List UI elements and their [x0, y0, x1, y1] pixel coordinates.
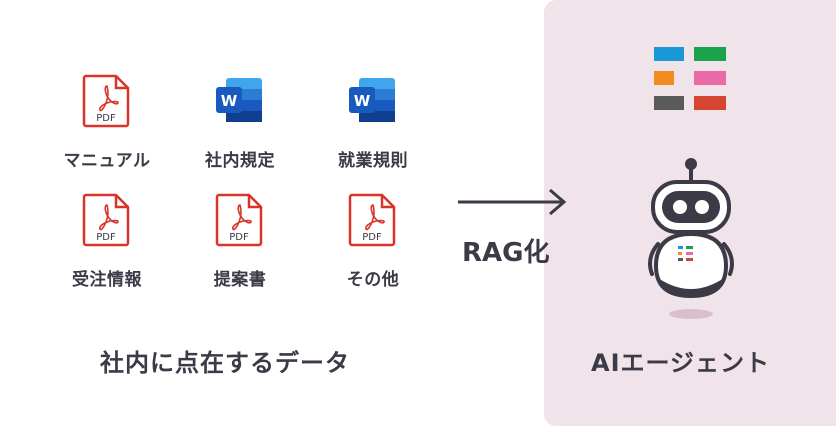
doc-label: 社内規定	[205, 151, 275, 171]
doc-orders: PDF 受注情報	[47, 191, 167, 311]
pdf-file-icon: PDF	[215, 191, 265, 251]
doc-label: その他	[346, 270, 400, 290]
logo-block	[654, 96, 684, 110]
svg-text:W: W	[221, 92, 238, 110]
pdf-file-icon: PDF	[348, 191, 398, 251]
doc-label: 就業規則	[338, 151, 408, 171]
robot-icon	[638, 156, 748, 330]
svg-text:PDF: PDF	[96, 113, 116, 124]
pdf-file-icon: PDF	[82, 191, 132, 251]
sources-caption: 社内に点在するデータ	[100, 349, 350, 377]
pdf-file-icon: PDF	[82, 72, 132, 132]
grid-logo-icon	[654, 47, 726, 117]
svg-text:PDF: PDF	[96, 232, 116, 243]
doc-label: 受注情報	[72, 270, 142, 290]
arrow-right-icon	[456, 186, 568, 222]
word-file-icon: W	[345, 72, 401, 132]
logo-block	[654, 47, 684, 61]
doc-other: PDF その他	[313, 191, 433, 311]
agent-caption: AIエージェント	[591, 349, 771, 377]
svg-text:W: W	[354, 92, 371, 110]
svg-text:PDF: PDF	[229, 232, 249, 243]
doc-internal-rules: W 社内規定	[180, 72, 300, 192]
rag-label: RAG化	[462, 238, 550, 268]
doc-proposal: PDF 提案書	[180, 191, 300, 311]
logo-block	[654, 71, 674, 85]
logo-block	[694, 96, 726, 110]
svg-text:PDF: PDF	[362, 232, 382, 243]
doc-work-rules: W 就業規則	[313, 72, 433, 192]
doc-manual: PDF マニュアル	[47, 72, 167, 192]
doc-label: 提案書	[213, 270, 267, 290]
doc-label: マニュアル	[63, 151, 151, 171]
word-file-icon: W	[212, 72, 268, 132]
logo-block	[694, 47, 726, 61]
logo-block	[694, 71, 726, 85]
